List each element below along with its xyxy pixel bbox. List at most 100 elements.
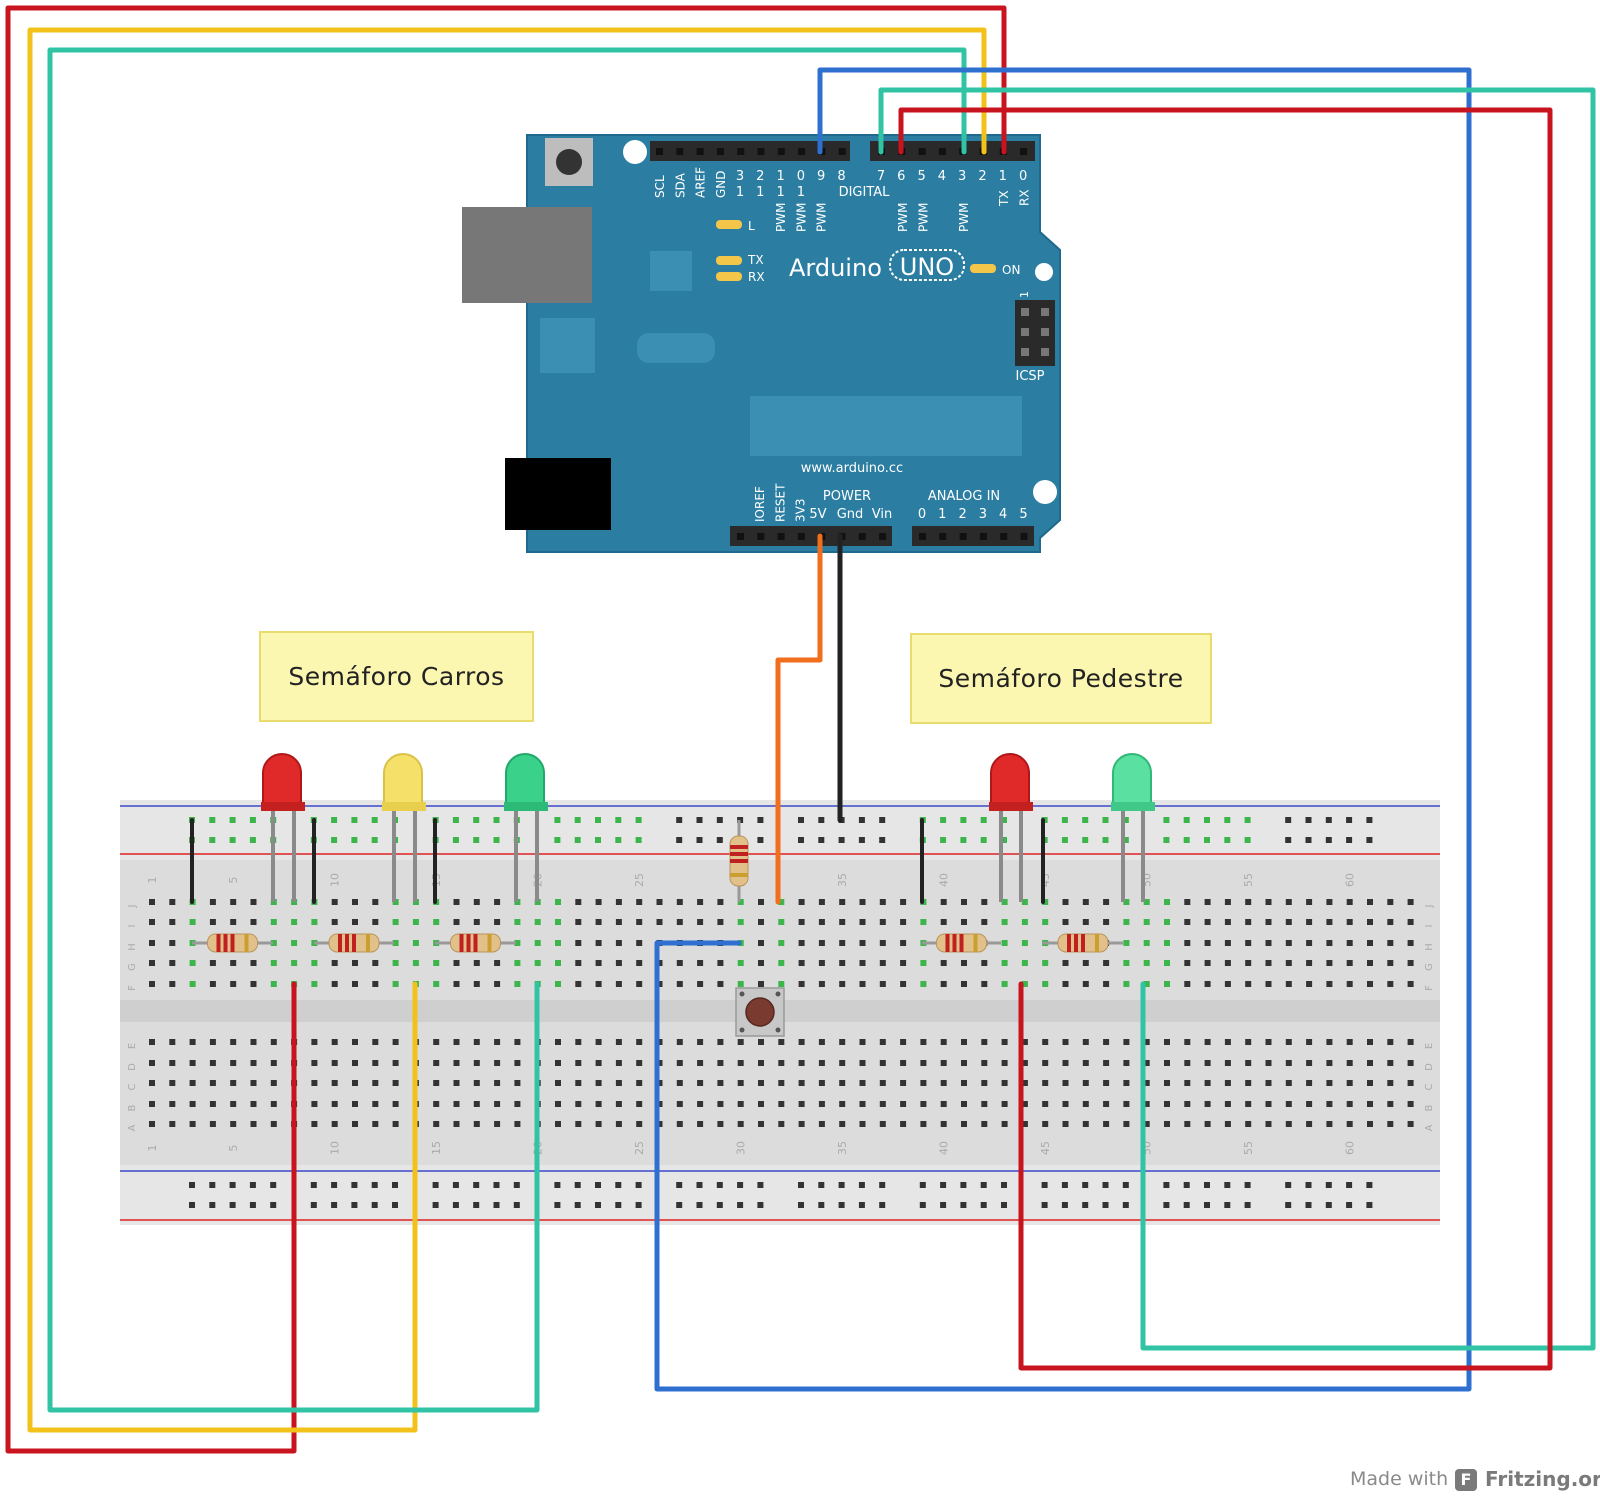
bb-hole	[1265, 960, 1272, 966]
rail-hole	[432, 1182, 439, 1188]
bb-hole	[1164, 1080, 1170, 1086]
rail-hole	[1244, 1202, 1251, 1208]
bb-hole	[1123, 960, 1130, 966]
bb-hole	[1001, 1121, 1008, 1127]
bb-hole	[758, 1080, 764, 1086]
rail-hole	[1204, 1202, 1210, 1208]
rail-hole	[1224, 1202, 1231, 1208]
bb-hole	[1387, 940, 1394, 946]
rail-hole	[615, 1182, 622, 1188]
icsp-pin	[1021, 328, 1029, 336]
rail-hole	[1183, 817, 1190, 823]
bb-hole	[1265, 1080, 1272, 1086]
bb-hole	[1265, 919, 1272, 925]
bb-hole	[169, 1039, 176, 1045]
bb-hole	[494, 919, 501, 925]
bb-hole	[169, 1080, 176, 1086]
bb-hole	[818, 1060, 825, 1066]
bb-hole	[1082, 1060, 1089, 1066]
bb-hole	[494, 1060, 501, 1066]
bb-hole	[981, 919, 988, 925]
rail-hole	[310, 1202, 317, 1208]
bb-hole	[940, 1101, 947, 1107]
bb-hole	[453, 919, 460, 925]
bb-hole	[372, 1101, 379, 1107]
bb-hole	[1387, 1039, 1394, 1045]
column-number-bottom: 40	[938, 1141, 951, 1155]
bb-hole	[514, 1039, 521, 1045]
bb-hole	[1082, 960, 1089, 966]
bb-hole	[209, 1101, 216, 1107]
bb-hole	[818, 899, 825, 905]
bb-hole	[1021, 1121, 1028, 1127]
bb-hole	[372, 1080, 379, 1086]
bb-hole	[1367, 960, 1373, 966]
bb-hole	[331, 1121, 338, 1127]
rail-hole	[1001, 1182, 1007, 1188]
bb-hole	[778, 981, 785, 987]
bb-hole	[453, 981, 460, 987]
bb-hole	[1001, 981, 1008, 987]
rail-hole	[452, 837, 459, 843]
bb-hole	[940, 1039, 947, 1045]
bb-hole	[1143, 919, 1150, 925]
analog-pin-label: 3	[979, 507, 987, 522]
bb-hole	[1224, 1101, 1231, 1107]
bb-hole	[1082, 1101, 1089, 1107]
bb-hole	[311, 960, 318, 966]
bb-hole	[676, 1121, 683, 1127]
bb-hole	[818, 960, 825, 966]
bb-hole	[1224, 1121, 1231, 1127]
header-pin	[716, 148, 724, 155]
rail-hole	[1163, 1202, 1170, 1208]
rail-hole	[1082, 817, 1089, 823]
bb-hole	[798, 919, 805, 925]
bb-hole	[1042, 1080, 1049, 1086]
bb-hole	[514, 1121, 521, 1127]
rail-hole	[940, 1202, 947, 1208]
bb-hole	[311, 1121, 318, 1127]
rail-hole	[331, 817, 338, 823]
rail-hole	[716, 1202, 723, 1208]
pin-number: 1	[776, 169, 784, 184]
bb-hole	[1407, 1080, 1414, 1086]
bb-hole	[1367, 1060, 1373, 1066]
rail-hole	[1244, 837, 1251, 843]
bb-hole	[697, 1080, 704, 1086]
rail-hole	[513, 1182, 520, 1188]
rail-hole	[473, 1202, 480, 1208]
rail-hole	[331, 1202, 338, 1208]
bb-hole	[1103, 899, 1110, 905]
bb-hole	[920, 960, 927, 966]
bb-hole	[615, 1121, 622, 1127]
bb-hole	[839, 1101, 846, 1107]
bb-hole	[352, 1060, 358, 1066]
bb-hole	[555, 960, 561, 966]
rail-hole	[371, 817, 378, 823]
rail-hole	[716, 1182, 723, 1188]
rail-hole	[209, 1202, 216, 1208]
bb-hole	[311, 1080, 318, 1086]
bb-hole	[291, 960, 298, 966]
wire-yellow-pin2-to-car-yellow	[27, 27, 987, 1433]
header-pin	[798, 148, 806, 155]
bb-hole	[230, 1121, 237, 1127]
bb-hole	[636, 1121, 643, 1127]
bb-hole	[209, 1121, 216, 1127]
bb-hole	[352, 899, 358, 905]
bb-hole	[270, 981, 277, 987]
bb-hole	[737, 1121, 744, 1127]
bb-hole	[879, 919, 886, 925]
row-letter-right: I	[1424, 925, 1435, 928]
bb-hole	[372, 1121, 379, 1127]
bb-hole	[615, 899, 622, 905]
power-pin-label: RESET	[773, 483, 787, 522]
chip-area	[750, 396, 1022, 456]
bb-hole	[1021, 899, 1028, 905]
bb-hole	[392, 1060, 399, 1066]
bb-hole	[717, 919, 724, 925]
bb-hole	[494, 1101, 501, 1107]
bb-hole	[595, 1060, 602, 1066]
bb-hole	[1042, 1039, 1049, 1045]
rail-hole	[818, 1182, 825, 1188]
